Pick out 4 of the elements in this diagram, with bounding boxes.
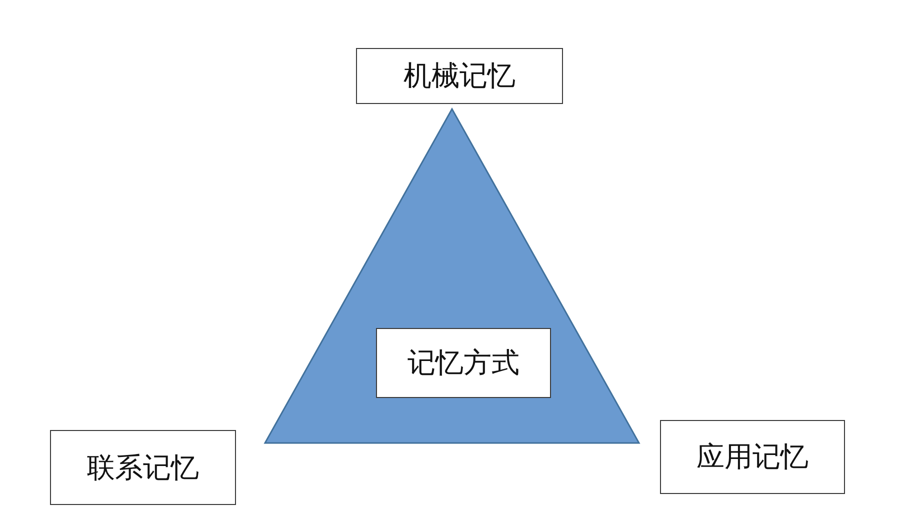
concept-box: 应用记忆	[660, 420, 845, 494]
concept-box: 联系记忆	[50, 430, 236, 505]
concept-box: 机械记忆	[356, 48, 563, 104]
concept-box: 记忆方式	[376, 328, 551, 398]
